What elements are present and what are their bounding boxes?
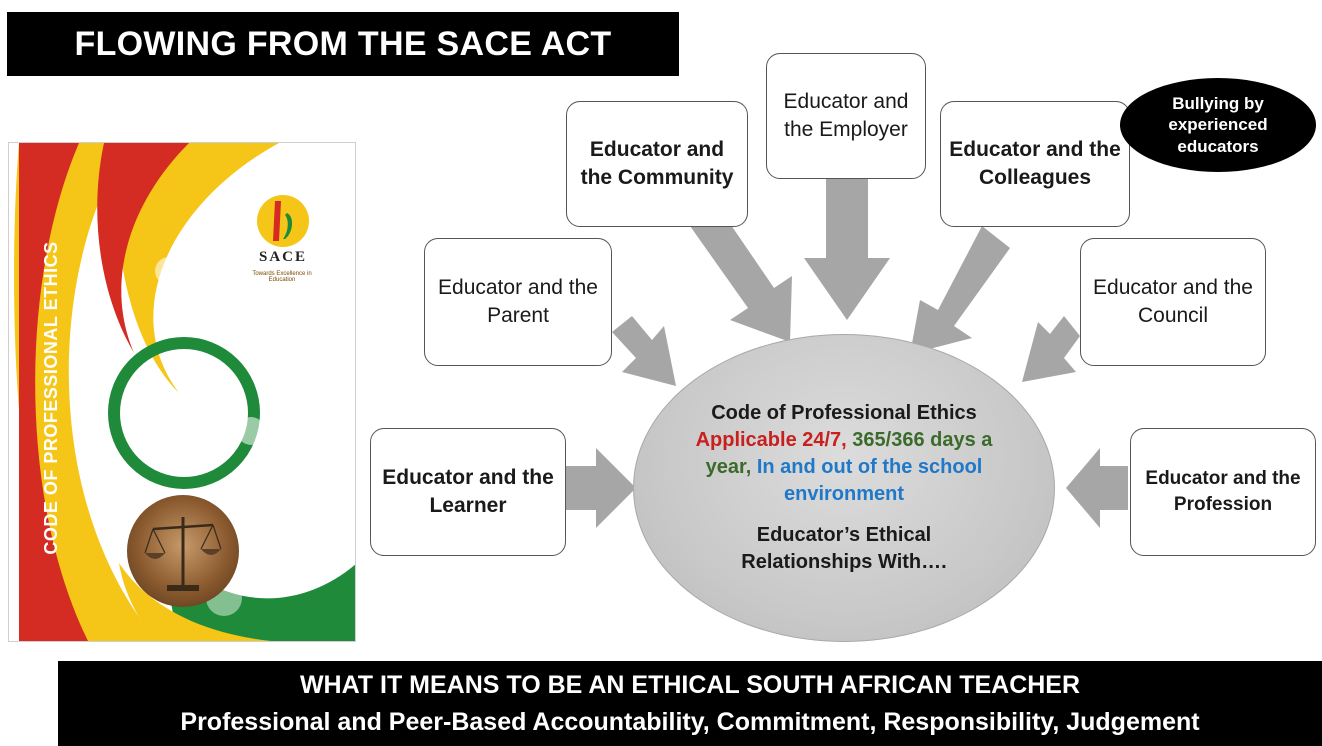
cover-artwork: [14, 143, 355, 641]
sace-logo-subtitle: Towards Excellence in Education: [252, 271, 312, 283]
code-of-ethics-cover: SACE Towards Excellence in Education COD…: [8, 142, 356, 642]
box-colleagues: Educator and the Colleagues: [940, 101, 1130, 227]
box-profession: Educator and the Profession: [1130, 428, 1316, 556]
bullying-callout: Bullying by experienced educators: [1120, 78, 1316, 172]
center-code-label: Code of Professional Ethics: [711, 402, 977, 424]
center-environment-label: In and out of the school environment: [756, 456, 983, 505]
box-learner: Educator and the Learner: [370, 428, 566, 556]
arrow-parent: [612, 316, 676, 386]
bottom-banner-heading: WHAT IT MEANS TO BE AN ETHICAL SOUTH AFR…: [299, 671, 1081, 700]
center-applicable-label: Applicable 24/7,: [695, 429, 853, 451]
arrow-employer: [804, 178, 890, 320]
bottom-banner: WHAT IT MEANS TO BE AN ETHICAL SOUTH AFR…: [58, 661, 1322, 746]
box-employer: Educator and the Employer: [766, 53, 926, 179]
arrow-profession: [1066, 448, 1128, 528]
scales-icon: [144, 517, 222, 591]
page-title: FLOWING FROM THE SACE ACT: [7, 12, 679, 76]
arrow-community: [690, 206, 792, 342]
box-council: Educator and the Council: [1080, 238, 1266, 366]
box-parent: Educator and the Parent: [424, 238, 612, 366]
arrow-colleagues: [910, 226, 1010, 354]
box-community: Educator and the Community: [566, 101, 748, 227]
central-code-ellipse: Code of Professional Ethics Applicable 2…: [633, 334, 1055, 642]
center-relationships-label: Educator’s Ethical Relationships With….: [741, 524, 947, 573]
sace-logo-text: SACE: [258, 249, 307, 265]
sace-emblem-icon: [257, 195, 309, 247]
arrow-learner: [566, 448, 636, 528]
arrow-council: [1022, 316, 1080, 382]
bottom-banner-values: Professional and Peer-Based Accountabili…: [180, 707, 1200, 736]
scales-of-justice-image: [127, 495, 239, 607]
sace-logo: [245, 191, 321, 291]
center-days-label: 365/366 days a year,: [705, 429, 993, 478]
